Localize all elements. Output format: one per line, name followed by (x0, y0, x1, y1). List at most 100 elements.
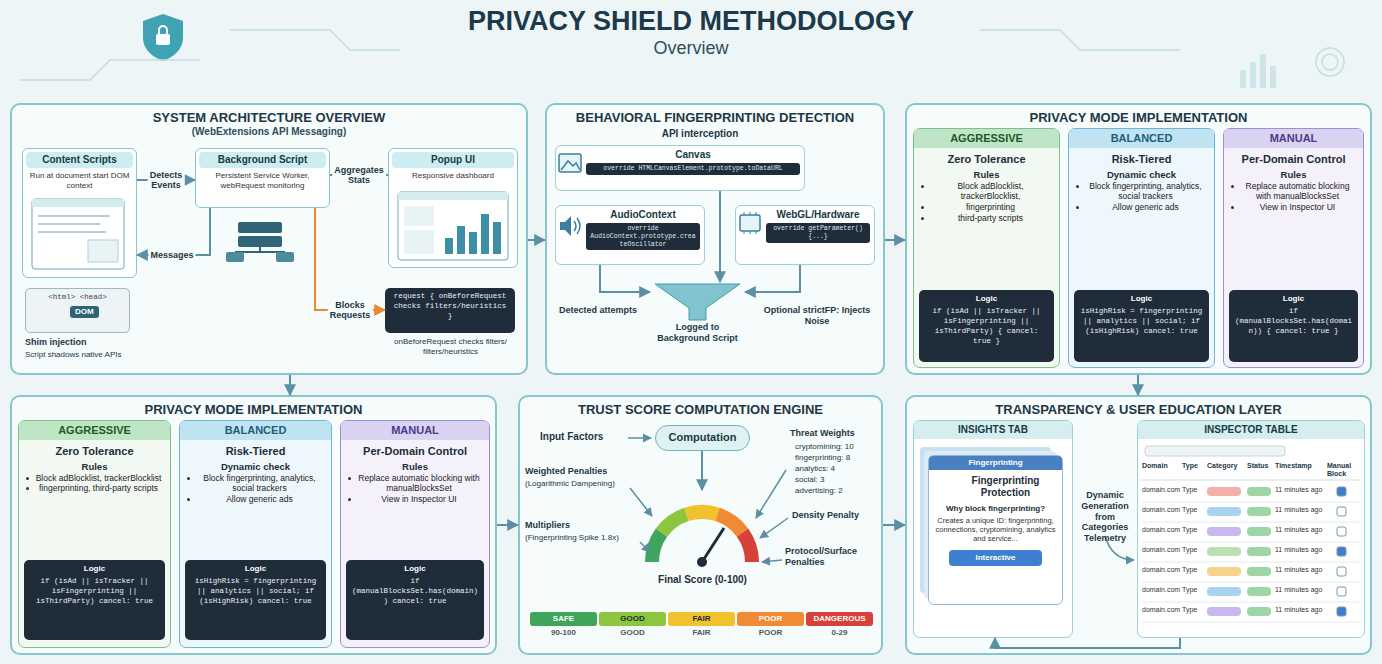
node-text: isHighRisk = fingerprinting || analytics… (1079, 306, 1204, 336)
node-text: Rules (920, 169, 1053, 180)
bar-chart-deco (1240, 54, 1276, 88)
mode-icons (471, 423, 478, 430)
label-text: 90-100 (530, 628, 597, 638)
label-text: 11 minutes ago (1275, 486, 1331, 494)
label-text: Type (1182, 506, 1208, 514)
label-text: Type (1182, 486, 1208, 494)
connector-arrow (497, 524, 518, 526)
table-pills (1337, 547, 1346, 556)
table-pills (1141, 562, 1361, 563)
message-hub (238, 236, 282, 247)
chip-icon (740, 215, 760, 231)
node-text: Risk-Tiered (1075, 153, 1208, 166)
mode-icons (468, 433, 480, 438)
node-text: Logic (351, 564, 479, 574)
table-pills (1141, 502, 1361, 503)
logic-box: LogicisHighRisk = fingerprinting || anal… (1074, 290, 1209, 362)
mode-card: AGGRESSIVEZero ToleranceRulesBlock adBlo… (913, 128, 1060, 368)
logic-box: Logicif (manualBlocksSet.has(domain)) ca… (346, 560, 484, 640)
table-pills (1141, 522, 1361, 523)
connector-arrow (995, 638, 1180, 648)
shield-icon (159, 26, 167, 34)
node-text: Block adBlocklist, trackerBlocklist (25, 473, 164, 484)
node-text: Block fingerprinting, analytics, social … (1075, 181, 1208, 202)
speaker-icon (574, 218, 580, 234)
table-pills (1207, 607, 1241, 616)
node-text: INSPECTOR TABLE (1138, 421, 1364, 439)
mode-icons (1345, 131, 1352, 138)
bar-chart-deco (1260, 54, 1266, 88)
label-text: (Logarithmic Dampening) (525, 479, 635, 489)
node-text: PRIVACY MODE IMPLEMENTATION (12, 402, 495, 418)
node-text: Logic (924, 294, 1049, 304)
scale-swatch: DANGEROUS (806, 612, 873, 626)
table-pills (1337, 527, 1346, 536)
table-pills (1141, 582, 1361, 583)
mode-icons (309, 422, 323, 439)
leader-arrows (762, 560, 782, 562)
node-text: Fingerprinting Protection (935, 475, 1056, 499)
node-text: <html> <head> (30, 293, 125, 302)
score-gauge-arcs (687, 512, 718, 514)
node-text: BALANCED (180, 421, 331, 440)
component-box: Popup UIResponsive dashboard (388, 148, 518, 268)
bar-chart-deco (1240, 70, 1246, 88)
table-pills (1207, 547, 1241, 556)
label-text: (Fingerprinting Spike 1.8x) (525, 533, 635, 543)
table-grid (1141, 480, 1361, 481)
table-pills (1247, 587, 1271, 596)
score-gauge-arcs (662, 514, 687, 532)
tech-lines (1316, 48, 1344, 76)
label-text: Domain (1142, 462, 1180, 470)
score-gauge-arcs (718, 514, 743, 532)
mode-icons (1195, 135, 1203, 141)
table-pills (1337, 487, 1346, 496)
node-text: DOM (70, 306, 99, 318)
mode-card: BALANCEDRisk-TieredDynamic checkBlock fi… (179, 420, 332, 648)
dashboard-mockup (398, 192, 508, 200)
label-text: Threat Weights (790, 428, 878, 439)
node-text: fingerprinting, third-party scripts (25, 483, 164, 494)
chip-icon (744, 212, 756, 234)
edge-label: Blocks Requests (328, 299, 373, 322)
label-text: Weighted Penalties (525, 466, 630, 477)
connector-arrow (315, 208, 385, 310)
funnel-node: Logged to Background Script (650, 282, 745, 370)
leader-arrows (628, 438, 1134, 562)
node-text: Responsive dashboard (392, 171, 514, 181)
node-text: Logic (190, 564, 321, 574)
table-pills (1247, 507, 1271, 516)
tech-lines (980, 30, 1180, 50)
label-text: Detected attempts (558, 305, 638, 316)
label-text: Input Factors (540, 431, 625, 443)
table-pills (1247, 487, 1271, 496)
canvas-icon (559, 154, 581, 172)
table-pills (1337, 607, 1346, 616)
table-pills (1141, 487, 1361, 622)
speaker-icon (560, 216, 571, 236)
table-pills (1141, 542, 1361, 543)
api-box: AudioContextoverride AudioContext.protot… (555, 205, 705, 265)
browser-mockup (32, 199, 124, 269)
node-text: BEHAVIORAL FINGERPRINTING DETECTION (547, 110, 883, 126)
legend-text: DANGEROUS (806, 612, 873, 626)
bar-chart-deco (1270, 66, 1276, 88)
node-text: third-party scripts (920, 213, 1053, 224)
shield-icon (143, 14, 183, 61)
logic-box: Logicif (isAd || isTracker || isFingerpr… (919, 290, 1054, 362)
table-pills (1207, 567, 1241, 576)
node-text: Persistent Service Worker, webRequest mo… (199, 171, 326, 190)
label-text: advertising: 2 (795, 486, 880, 496)
section-panel: BEHAVIORAL FINGERPRINTING DETECTIONCanva… (545, 103, 885, 375)
score-gauge-arcs (652, 512, 752, 562)
mode-card: MANUALPer-Domain ControlRulesReplace aut… (1223, 128, 1364, 368)
diagram-title: PRIVACY SHIELD METHODOLOGY (0, 6, 1382, 37)
bar-chart-deco (1250, 62, 1256, 88)
connector-arrow (701, 451, 703, 490)
node-text: if (manualBlocksSet.has(domain)) { cance… (1234, 306, 1353, 336)
edge-label: Detects Events (148, 169, 185, 192)
label-text: onBeforeRequest checks filters/ filters/… (378, 337, 523, 356)
label-text: fingerprinting: 8 (795, 453, 880, 463)
label-text: Manual Block (1327, 462, 1363, 479)
node-text: Per-Domain Control (347, 445, 483, 458)
